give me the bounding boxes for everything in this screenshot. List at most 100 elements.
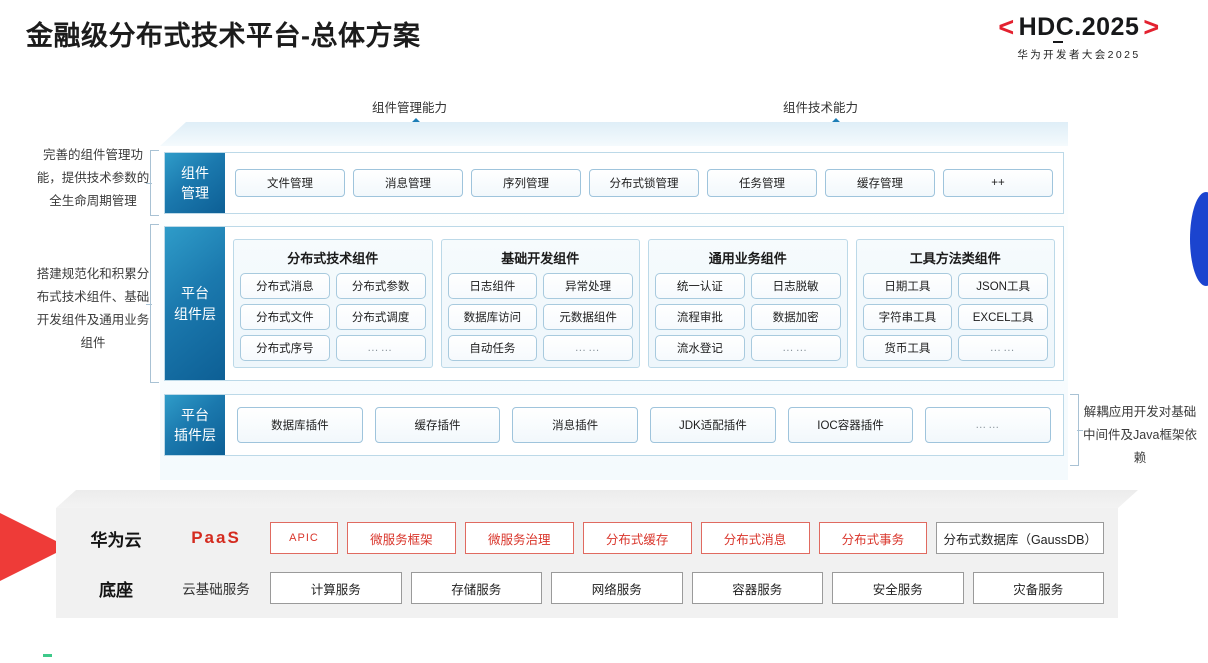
foundation-row-paas: 华为云 PaaS APIC 微服务框架 微服务治理 分布式缓存 分布式消息 分布… <box>70 518 1105 558</box>
stack-top-face <box>160 122 1068 146</box>
group-items: 分布式消息 分布式参数 分布式文件 分布式调度 分布式序号 …… <box>240 273 426 361</box>
svc-microservice-framework[interactable]: 微服务框架 <box>347 522 456 554</box>
hdc-logo: < HDC.2025 > 华为开发者大会2025 <box>964 14 1194 62</box>
svc-distributed-database-gaussdb[interactable]: 分布式数据库（GaussDB） <box>936 522 1105 554</box>
chip-task-management[interactable]: 任务管理 <box>707 169 817 197</box>
chip-sequence-management[interactable]: 序列管理 <box>471 169 581 197</box>
chip-more-basic-dev[interactable]: …… <box>543 335 633 361</box>
foundation-row-cloud: 底座 云基础服务 计算服务 存储服务 网络服务 容器服务 安全服务 灾备服务 <box>70 568 1104 608</box>
foundation-brand: 华为云 <box>70 526 162 551</box>
layer-body-component-management: 文件管理 消息管理 序列管理 分布式锁管理 任务管理 缓存管理 ++ <box>225 153 1063 213</box>
chip-json-tool[interactable]: JSON工具 <box>958 273 1048 299</box>
chip-currency-tool[interactable]: 货币工具 <box>862 335 953 361</box>
chip-message-management[interactable]: 消息管理 <box>353 169 463 197</box>
chip-metadata-component[interactable]: 元数据组件 <box>543 304 633 330</box>
layer-component-management: 组件 管理 文件管理 消息管理 序列管理 分布式锁管理 任务管理 缓存管理 ++ <box>164 152 1064 214</box>
group-title: 基础开发组件 <box>501 251 580 266</box>
blue-lens-decoration <box>1190 192 1208 286</box>
foundation-content: 华为云 PaaS APIC 微服务框架 微服务治理 分布式缓存 分布式消息 分布… <box>56 508 1118 618</box>
foundation-panel: 华为云 PaaS APIC 微服务框架 微服务治理 分布式缓存 分布式消息 分布… <box>56 508 1118 618</box>
chip-exception-handling[interactable]: 异常处理 <box>543 273 633 299</box>
arrow-label-component-management: 组件管理能力 <box>372 101 448 115</box>
chip-distributed-parameter[interactable]: 分布式参数 <box>335 273 426 299</box>
foundation-items-cloud: 计算服务 存储服务 网络服务 容器服务 安全服务 灾备服务 <box>270 572 1104 604</box>
component-group-business: 通用业务组件 统一认证 日志脱敏 流程审批 数据加密 流水登记 …… <box>648 239 848 368</box>
chip-distributed-lock-management[interactable]: 分布式锁管理 <box>589 169 699 197</box>
chip-distributed-message[interactable]: 分布式消息 <box>240 273 330 299</box>
chip-more-tools[interactable]: …… <box>958 335 1048 361</box>
bracket-component-management <box>146 150 159 216</box>
svc-network[interactable]: 网络服务 <box>551 572 683 604</box>
group-title: 通用业务组件 <box>708 251 787 266</box>
chip-distributed-sequence[interactable]: 分布式序号 <box>240 335 330 361</box>
chip-database-access[interactable]: 数据库访问 <box>447 304 538 330</box>
foundation-kind-cloud: 云基础服务 <box>170 578 262 599</box>
chip-file-management[interactable]: 文件管理 <box>235 169 345 197</box>
foundation-kind-label-2: 云基础服务 <box>182 581 250 597</box>
component-group-list: 分布式技术组件 分布式消息 分布式参数 分布式文件 分布式调度 分布式序号 ……… <box>233 233 1055 374</box>
svc-distributed-cache[interactable]: 分布式缓存 <box>582 522 692 554</box>
note-platform-plugins: 解耦应用开发对基础中间件及Java框架依赖 <box>1083 405 1197 466</box>
chip-unified-auth[interactable]: 统一认证 <box>655 273 745 299</box>
foundation-items-paas: APIC 微服务框架 微服务治理 分布式缓存 分布式消息 分布式事务 分布式数据… <box>270 522 1105 554</box>
svc-security[interactable]: 安全服务 <box>832 572 964 604</box>
chip-cache-management[interactable]: 缓存管理 <box>825 169 935 197</box>
svc-distributed-message[interactable]: 分布式消息 <box>700 522 810 554</box>
svc-apic[interactable]: APIC <box>270 522 338 554</box>
component-group-basic-dev: 基础开发组件 日志组件 异常处理 数据库访问 元数据组件 自动任务 …… <box>440 239 640 368</box>
chip-log-masking[interactable]: 日志脱敏 <box>750 273 841 299</box>
chip-ioc-container-plugin[interactable]: IOC容器插件 <box>787 407 914 443</box>
layer-label-line2: 组件层 <box>174 305 216 322</box>
chip-data-encryption[interactable]: 数据加密 <box>750 304 841 330</box>
layer-label-platform-plugins: 平台 插件层 <box>165 395 225 455</box>
svc-compute[interactable]: 计算服务 <box>270 572 402 604</box>
layer-platform-components: 平台 组件层 分布式技术组件 分布式消息 分布式参数 分布式文件 分布式调度 分… <box>164 226 1064 381</box>
chip-distributed-file[interactable]: 分布式文件 <box>240 304 330 330</box>
chip-distributed-schedule[interactable]: 分布式调度 <box>335 304 426 330</box>
chip-date-tool[interactable]: 日期工具 <box>862 273 953 299</box>
page-title: 金融级分布式技术平台-总体方案 <box>26 21 421 51</box>
bracket-platform-plugins <box>1070 394 1083 466</box>
group-items: 日志组件 异常处理 数据库访问 元数据组件 自动任务 …… <box>447 273 633 361</box>
hdc-logo-subtitle: 华为开发者大会2025 <box>1017 49 1141 61</box>
layer-body-platform-components: 分布式技术组件 分布式消息 分布式参数 分布式文件 分布式调度 分布式序号 ……… <box>225 227 1063 380</box>
svc-disaster-recovery[interactable]: 灾备服务 <box>972 572 1104 604</box>
foundation-brand-2: 底座 <box>70 576 162 601</box>
note-component-management: 完善的组件管理功能，提供技术参数的全生命周期管理 <box>36 148 150 209</box>
hdc-right-bracket-icon: > <box>1143 12 1160 42</box>
chip-auto-task[interactable]: 自动任务 <box>447 335 538 361</box>
chip-message-plugin[interactable]: 消息插件 <box>512 407 639 443</box>
foundation-kind-paas: PaaS <box>170 528 262 548</box>
chip-cache-plugin[interactable]: 缓存插件 <box>374 407 501 443</box>
chip-excel-tool[interactable]: EXCEL工具 <box>958 304 1048 330</box>
svc-storage[interactable]: 存储服务 <box>410 572 542 604</box>
chip-log-component[interactable]: 日志组件 <box>447 273 538 299</box>
layer-label-line1: 组件 <box>181 164 209 181</box>
hdc-underline-mark <box>1052 41 1063 43</box>
chip-database-plugin[interactable]: 数据库插件 <box>237 407 363 443</box>
svc-distributed-transaction[interactable]: 分布式事务 <box>818 522 928 554</box>
svc-microservice-governance[interactable]: 微服务治理 <box>464 522 574 554</box>
chip-string-tool[interactable]: 字符串工具 <box>862 304 953 330</box>
layer-label-line1: 平台 <box>181 285 209 302</box>
chip-more-plugins[interactable]: …… <box>925 407 1052 443</box>
chip-transaction-record[interactable]: 流水登记 <box>655 335 745 361</box>
svc-container[interactable]: 容器服务 <box>691 572 823 604</box>
group-title: 分布式技术组件 <box>287 251 379 266</box>
chip-process-approval[interactable]: 流程审批 <box>655 304 745 330</box>
group-title: 工具方法类组件 <box>909 251 1001 266</box>
note-platform-components: 搭建规范化和积累分布式技术组件、基础开发组件及通用业务组件 <box>36 267 150 351</box>
foundation-brand-line2: 底座 <box>99 580 133 600</box>
group-items: 统一认证 日志脱敏 流程审批 数据加密 流水登记 …… <box>655 273 841 361</box>
chip-more-business[interactable]: …… <box>750 335 841 361</box>
chip-more-distributed[interactable]: …… <box>335 335 426 361</box>
layer-platform-plugins: 平台 插件层 数据库插件 缓存插件 消息插件 JDK适配插件 IOC容器插件 …… <box>164 394 1064 456</box>
hdc-left-bracket-icon: < <box>998 12 1015 42</box>
foundation-kind-label: PaaS <box>191 528 241 547</box>
hdc-logo-label: HDC.2025 <box>1018 13 1140 41</box>
green-mark-decoration <box>43 654 52 657</box>
group-items: 日期工具 JSON工具 字符串工具 EXCEL工具 货币工具 …… <box>862 273 1048 361</box>
chip-add-more[interactable]: ++ <box>943 169 1053 197</box>
chip-jdk-adapter-plugin[interactable]: JDK适配插件 <box>650 407 776 443</box>
foundation-top-face <box>56 490 1138 508</box>
